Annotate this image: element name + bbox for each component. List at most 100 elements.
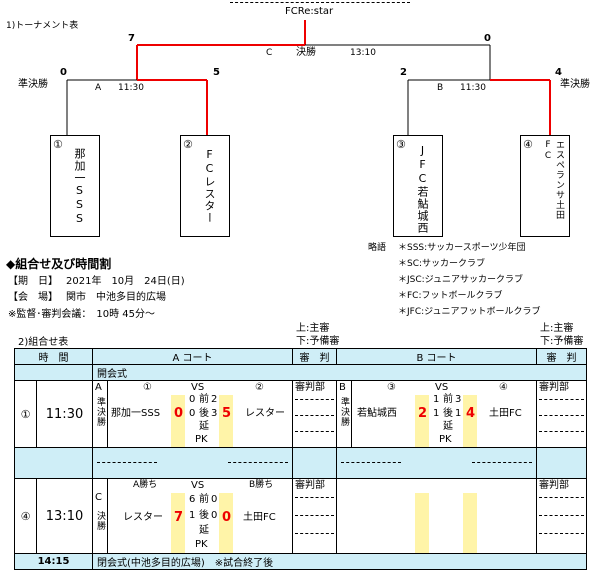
team-number: ④ xyxy=(523,138,533,151)
abbrev-item: ＊FC:フットボールクラブ xyxy=(398,291,503,301)
table-header-row: 時 間 A コート 審 判 B コート 審 判 xyxy=(14,348,587,365)
vs-label: VS xyxy=(191,480,205,491)
semi-left-court: A xyxy=(95,83,102,93)
court-b-referee: 審判部 xyxy=(536,478,587,554)
team-box-4: ④ エスペランサ土田FC xyxy=(520,135,570,237)
semi-right-time: 11:30 xyxy=(460,83,486,93)
ref-note-bottom-b: 下:予備審 xyxy=(540,336,584,347)
half2-left: 1 xyxy=(433,408,440,419)
left-slot: ③ xyxy=(387,382,396,393)
team-number: ③ xyxy=(396,138,406,151)
court-letter: B xyxy=(339,382,346,393)
row-number: ① xyxy=(14,380,37,448)
half1-left: 1 xyxy=(433,394,440,405)
court-letter: A xyxy=(95,382,102,393)
header-ref-b: 審 判 xyxy=(536,348,587,365)
pk-label: PK xyxy=(439,434,452,445)
schedule-heading: ◆組合せ及び時間割 xyxy=(6,257,112,271)
court-b-referee: 審判部 xyxy=(536,380,587,448)
half1-label: 前 xyxy=(443,394,453,405)
row-number: ④ xyxy=(14,478,37,554)
extra-time-label: 延 xyxy=(199,525,209,536)
abbrev-item: ＊SC:サッカークラブ xyxy=(398,259,486,269)
right-team: 土田FC xyxy=(489,408,522,419)
referee-text: 審判部 xyxy=(295,382,325,393)
spacer-row xyxy=(14,447,587,479)
right-slot: ② xyxy=(255,382,264,393)
semi-label-right: 準決勝 xyxy=(560,79,590,90)
right-team: レスター xyxy=(245,408,285,419)
left-slot: A勝ち xyxy=(133,480,158,490)
meeting-note: ※監督･審判会議： 10時 45分～ xyxy=(8,309,156,320)
header-court-b: B コート xyxy=(336,348,537,365)
bracket-lines xyxy=(66,20,551,135)
semi-left-left-score: 0 xyxy=(60,67,67,78)
champion-dashed-line xyxy=(230,2,410,3)
header-ref-a: 審 判 xyxy=(292,348,337,365)
team-number: ② xyxy=(183,138,193,151)
left-team: 那加一SSS xyxy=(111,408,161,419)
half2-label: 後 xyxy=(443,408,453,419)
half1-right: 3 xyxy=(455,394,462,405)
abbrev-item: ＊SSS:サッカースポーツ少年団 xyxy=(398,243,526,253)
left-team: 若鮎城西 xyxy=(357,408,397,419)
team-box-3: ③ JFC若鮎城西 xyxy=(393,135,443,237)
team-name: 那加一SSS xyxy=(73,148,86,226)
header-court-a: A コート xyxy=(92,348,293,365)
ref-note-top-b: 上:主審 xyxy=(540,323,574,334)
date-value: 2021年 10月 24日(日) xyxy=(66,276,185,287)
ref-note-top-a: 上:主審 xyxy=(296,323,330,334)
right-slot: ④ xyxy=(499,382,508,393)
half1-left: 6 xyxy=(189,494,196,505)
final-label: 決勝 xyxy=(296,47,316,58)
final-court: C xyxy=(266,48,273,58)
half2-left: 1 xyxy=(189,510,196,521)
pk-label: PK xyxy=(195,539,208,550)
vs-label: VS xyxy=(191,382,205,393)
final-left-score: 7 xyxy=(128,33,135,44)
table-row: ① 11:30 A 準決勝 ① VS ② 那加一SSS レスター 0 5 0 xyxy=(14,380,587,448)
team-number: ① xyxy=(53,138,63,151)
right-total: 0 xyxy=(222,510,232,525)
vs-label: VS xyxy=(435,382,449,393)
left-slot: ① xyxy=(143,382,152,393)
schedule-section-title: 2)組合せ表 xyxy=(18,337,69,348)
team-box-1: ① 那加一SSS xyxy=(50,135,100,237)
team-name: JFC若鮎城西 xyxy=(416,144,429,234)
abbrev-label: 略語 xyxy=(368,243,387,253)
team-name: FCレスター xyxy=(203,148,216,224)
semi-right-left-score: 2 xyxy=(400,67,407,78)
semi-label-left: 準決勝 xyxy=(18,79,48,90)
court-b-empty-match xyxy=(336,478,537,554)
abbrev-item: ＊JSC:ジュニアサッカークラブ xyxy=(398,275,524,285)
venue-label: 【会 場】 xyxy=(8,292,58,303)
referee-text: 審判部 xyxy=(539,382,569,393)
round-label: 準決勝 xyxy=(95,397,105,427)
right-total: 4 xyxy=(466,406,476,421)
row-time: 11:30 xyxy=(36,380,93,448)
round-label: 決勝 xyxy=(95,511,105,531)
right-team: 土田FC xyxy=(243,512,276,523)
half2-label: 後 xyxy=(199,510,209,521)
ref-note-bottom-a: 下:予備審 xyxy=(296,336,340,347)
pk-label: PK xyxy=(195,434,208,445)
schedule-table: 時 間 A コート 審 判 B コート 審 判 開会式 ① 11:30 A 準決… xyxy=(14,348,587,570)
team-box-2: ② FCレスター xyxy=(180,135,230,237)
half2-right: 3 xyxy=(211,408,218,419)
venue-value: 関市 中池多目的広場 xyxy=(66,292,166,303)
left-total: 2 xyxy=(418,406,428,421)
champion-name: FCRe:star xyxy=(285,6,334,17)
court-letter: C xyxy=(95,492,102,503)
abbrev-item: ＊JFC:ジュニアフットボールクラブ xyxy=(398,307,541,317)
extra-time-label: 延 xyxy=(199,421,209,432)
round-label: 準決勝 xyxy=(339,397,349,427)
closing-row: 14:15 閉会式(中池多目的広場) ※試合終了後 xyxy=(14,553,587,570)
date-label: 【期 日】 xyxy=(8,276,58,287)
half2-left: 0 xyxy=(189,408,196,419)
closing-time: 14:15 xyxy=(14,553,93,570)
right-slot: B勝ち xyxy=(249,480,274,490)
referee-text: 審判部 xyxy=(539,480,569,491)
opening-text: 開会式 xyxy=(92,364,587,381)
final-right-score: 0 xyxy=(484,33,491,44)
semi-right-court: B xyxy=(437,83,444,93)
